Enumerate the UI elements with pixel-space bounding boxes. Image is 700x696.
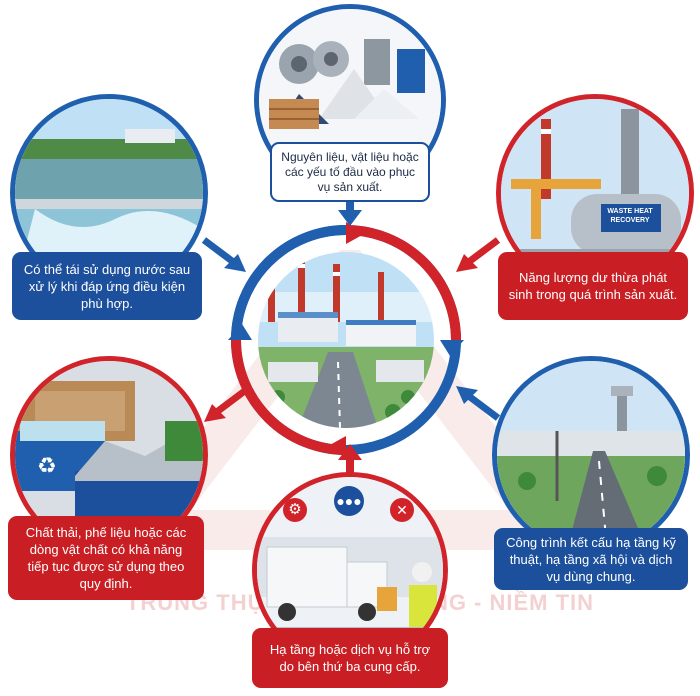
top-node-label: Nguyên liệu, vật liệu hoặc các yếu tố đầ… <box>270 142 430 202</box>
factory-park-icon <box>258 252 434 428</box>
gear-icon: ⚙ <box>283 498 307 522</box>
team-icon: ●●● <box>334 486 364 516</box>
arrow-topright-to-center <box>456 237 501 272</box>
center-node <box>228 222 464 458</box>
tools-icon: ✕ <box>390 498 414 522</box>
left-node-label: Chất thải, phế liệu hoặc các dòng vật ch… <box>8 516 204 600</box>
top-left-node-label: Có thể tái sử dụng nước sau xử lý khi đá… <box>12 252 202 320</box>
arrow-bottom-from-center <box>338 444 362 474</box>
svg-text:♻: ♻ <box>37 454 57 479</box>
bottom-node-label: Hạ tầng hoặc dịch vụ hỗ trợ do bên thứ b… <box>252 628 448 688</box>
right-node-label: Công trình kết cấu hạ tầng kỹ thuật, hạ … <box>494 528 688 590</box>
top-right-node-label: Năng lượng dư thừa phát sinh trong quá t… <box>498 252 688 320</box>
waste-heat-sign: WASTE HEAT RECOVERY <box>607 208 653 224</box>
infrastructure-road-icon <box>492 356 690 554</box>
arrow-topleft-to-center <box>201 237 246 272</box>
arrow-left-from-center <box>204 387 249 422</box>
arrow-top-to-center <box>338 196 362 226</box>
arrow-right-to-center <box>456 386 501 421</box>
